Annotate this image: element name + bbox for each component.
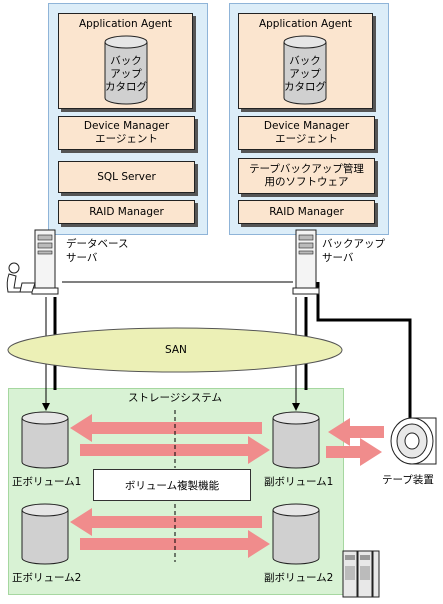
secondary-volume-1-cylinder xyxy=(272,411,320,469)
left-backup-catalog-cylinder xyxy=(104,35,148,105)
secondary-volume-1-label: 副ボリューム1 xyxy=(264,476,334,488)
right-catalog-line3: カタログ xyxy=(284,81,326,93)
left-raid-manager-label: RAID Manager xyxy=(89,205,164,218)
left-catalog-line1: バック xyxy=(110,55,142,67)
left-dm-line1: Device Manager xyxy=(83,120,170,132)
tape-device-icon xyxy=(390,417,437,465)
left-device-manager-agent-box: Device Manager エージェント xyxy=(58,116,195,150)
tape-backup-arrow xyxy=(326,438,382,466)
right-backup-catalog-cylinder xyxy=(283,35,327,105)
right-dm-line2: エージェント xyxy=(275,133,338,145)
right-catalog-line2: アップ xyxy=(289,68,321,80)
left-sql-server-label: SQL Server xyxy=(97,170,156,183)
database-server-label-line2: サーバ xyxy=(66,252,98,264)
backup-server-label-line1: バックアップ xyxy=(322,238,385,250)
right-raid-manager-box: RAID Manager xyxy=(238,200,375,224)
right-tape-sw-line1: テープバックアップ管理 xyxy=(249,163,364,175)
left-catalog-line2: アップ xyxy=(110,68,142,80)
tape-cable xyxy=(316,282,412,420)
primary-volume-2-cylinder xyxy=(21,503,69,565)
left-dm-line2: エージェント xyxy=(95,133,158,145)
left-application-agent-label: Application Agent xyxy=(78,18,173,30)
user-icon xyxy=(6,262,36,293)
replication-arrow-to-secondary2 xyxy=(80,530,270,558)
database-server-label-line1: データベース xyxy=(66,238,129,250)
right-tape-backup-software-box: テープバックアップ管理 用のソフトウェア xyxy=(238,158,375,194)
right-device-manager-agent-box: Device Manager エージェント xyxy=(238,116,375,150)
right-dm-line1: Device Manager xyxy=(263,120,350,132)
primary-volume-1-cylinder xyxy=(21,411,69,469)
backup-server-icon xyxy=(292,229,320,295)
san-label: SAN xyxy=(165,344,187,356)
backup-server-label-line2: サーバ xyxy=(322,252,354,264)
right-tape-sw-line2: 用のソフトウェア xyxy=(264,176,349,188)
left-raid-manager-box: RAID Manager xyxy=(58,200,195,224)
secondary-volume-2-label: 副ボリューム2 xyxy=(264,572,334,584)
tape-device-label: テープ装置 xyxy=(382,474,434,486)
right-raid-manager-label: RAID Manager xyxy=(269,205,344,218)
storage-cabinet-icon xyxy=(342,550,380,598)
secondary-volume-2-cylinder xyxy=(272,503,320,565)
left-catalog-line3: カタログ xyxy=(105,81,147,93)
replication-arrow-to-secondary1 xyxy=(80,436,270,464)
left-sql-server-box: SQL Server xyxy=(58,161,195,193)
replication-arrow-to-primary1 xyxy=(70,414,262,442)
san-ellipse xyxy=(7,327,343,373)
right-catalog-line1: バック xyxy=(289,55,321,67)
right-application-agent-label: Application Agent xyxy=(258,18,353,30)
database-server-icon xyxy=(31,229,59,295)
replication-function-box: ボリューム複製機能 xyxy=(93,469,251,501)
primary-volume-2-label: 正ボリューム2 xyxy=(12,572,82,584)
primary-volume-1-label: 正ボリューム1 xyxy=(12,476,82,488)
replication-function-label: ボリューム複製機能 xyxy=(124,479,220,492)
replication-arrow-to-primary2 xyxy=(70,508,262,536)
tape-restore-arrow xyxy=(328,418,384,446)
storage-system-title: ストレージシステム xyxy=(128,392,222,404)
